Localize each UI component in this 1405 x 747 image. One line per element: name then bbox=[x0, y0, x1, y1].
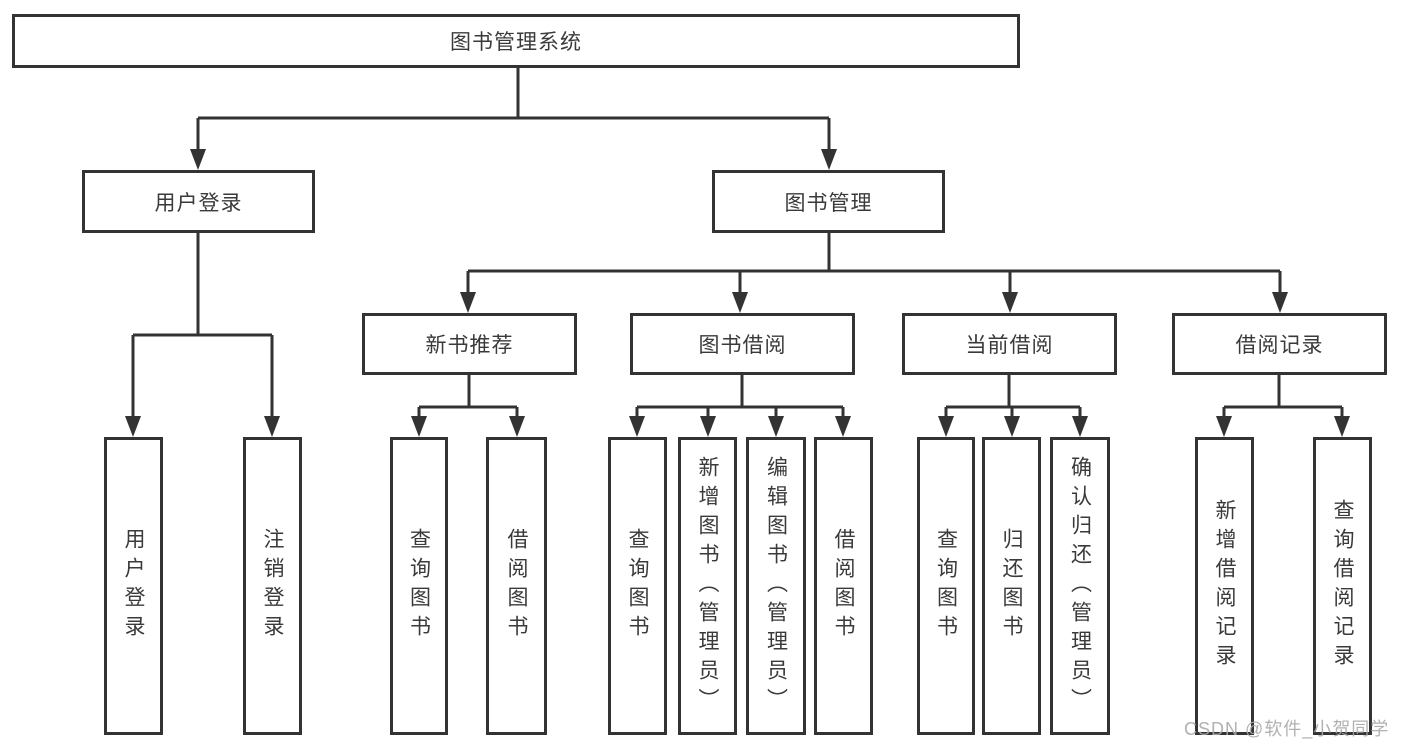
node-user-login-label: 用户登录 bbox=[154, 191, 243, 215]
leaf-edit-book-admin-label: 编辑图书（管理员） bbox=[764, 455, 788, 717]
leaf-user-login: 用户登录 bbox=[104, 437, 163, 735]
leaf-query-book-1: 查询图书 bbox=[390, 437, 448, 735]
leaf-add-book-admin: 新增图书（管理员） bbox=[678, 437, 737, 735]
leaf-edit-book-admin: 编辑图书（管理员） bbox=[746, 437, 806, 735]
node-book-borrow: 图书借阅 bbox=[630, 313, 855, 375]
leaf-query-book-3: 查询图书 bbox=[917, 437, 975, 735]
node-user-login: 用户登录 bbox=[82, 170, 315, 233]
node-new-book-recommend-label: 新书推荐 bbox=[425, 334, 514, 357]
leaf-logout: 注销登录 bbox=[243, 437, 302, 735]
node-borrow-records-label: 借阅记录 bbox=[1235, 334, 1324, 357]
leaf-query-borrow-record: 查询借阅记录 bbox=[1313, 437, 1372, 735]
node-current-borrow-label: 当前借阅 bbox=[965, 334, 1054, 357]
leaf-return-book: 归还图书 bbox=[982, 437, 1041, 735]
leaf-query-borrow-record-label: 查询借阅记录 bbox=[1331, 499, 1354, 673]
leaf-query-book-3-label: 查询图书 bbox=[934, 528, 958, 644]
leaf-user-login-label: 用户登录 bbox=[122, 528, 145, 644]
leaf-borrow-book-1: 借阅图书 bbox=[486, 437, 547, 735]
node-root-label: 图书管理系统 bbox=[450, 31, 582, 54]
leaf-add-borrow-record-label: 新增借阅记录 bbox=[1213, 499, 1236, 673]
leaf-confirm-return-admin-label: 确认归还（管理员） bbox=[1068, 455, 1092, 717]
leaf-query-book-2: 查询图书 bbox=[608, 437, 667, 735]
leaf-borrow-book-2-label: 借阅图书 bbox=[832, 528, 855, 644]
node-current-borrow: 当前借阅 bbox=[902, 313, 1117, 375]
leaf-add-book-admin-label: 新增图书（管理员） bbox=[696, 455, 719, 717]
leaf-add-borrow-record: 新增借阅记录 bbox=[1195, 437, 1254, 735]
leaf-borrow-book-1-label: 借阅图书 bbox=[505, 528, 528, 644]
leaf-borrow-book-2: 借阅图书 bbox=[814, 437, 873, 735]
arrowheads bbox=[125, 149, 1350, 437]
leaf-confirm-return-admin: 确认归还（管理员） bbox=[1050, 437, 1110, 735]
node-borrow-records: 借阅记录 bbox=[1172, 313, 1387, 375]
node-root: 图书管理系统 bbox=[12, 14, 1020, 68]
node-new-book-recommend: 新书推荐 bbox=[362, 313, 577, 375]
leaf-query-book-2-label: 查询图书 bbox=[626, 528, 649, 644]
csdn-watermark: CSDN @软件_小贺同学 bbox=[1184, 719, 1390, 739]
leaf-logout-label: 注销登录 bbox=[261, 528, 284, 644]
leaf-query-book-1-label: 查询图书 bbox=[407, 528, 431, 644]
node-book-borrow-label: 图书借阅 bbox=[698, 334, 787, 357]
leaf-return-book-label: 归还图书 bbox=[1000, 528, 1023, 644]
node-book-management: 图书管理 bbox=[712, 170, 945, 233]
node-book-management-label: 图书管理 bbox=[784, 191, 873, 215]
